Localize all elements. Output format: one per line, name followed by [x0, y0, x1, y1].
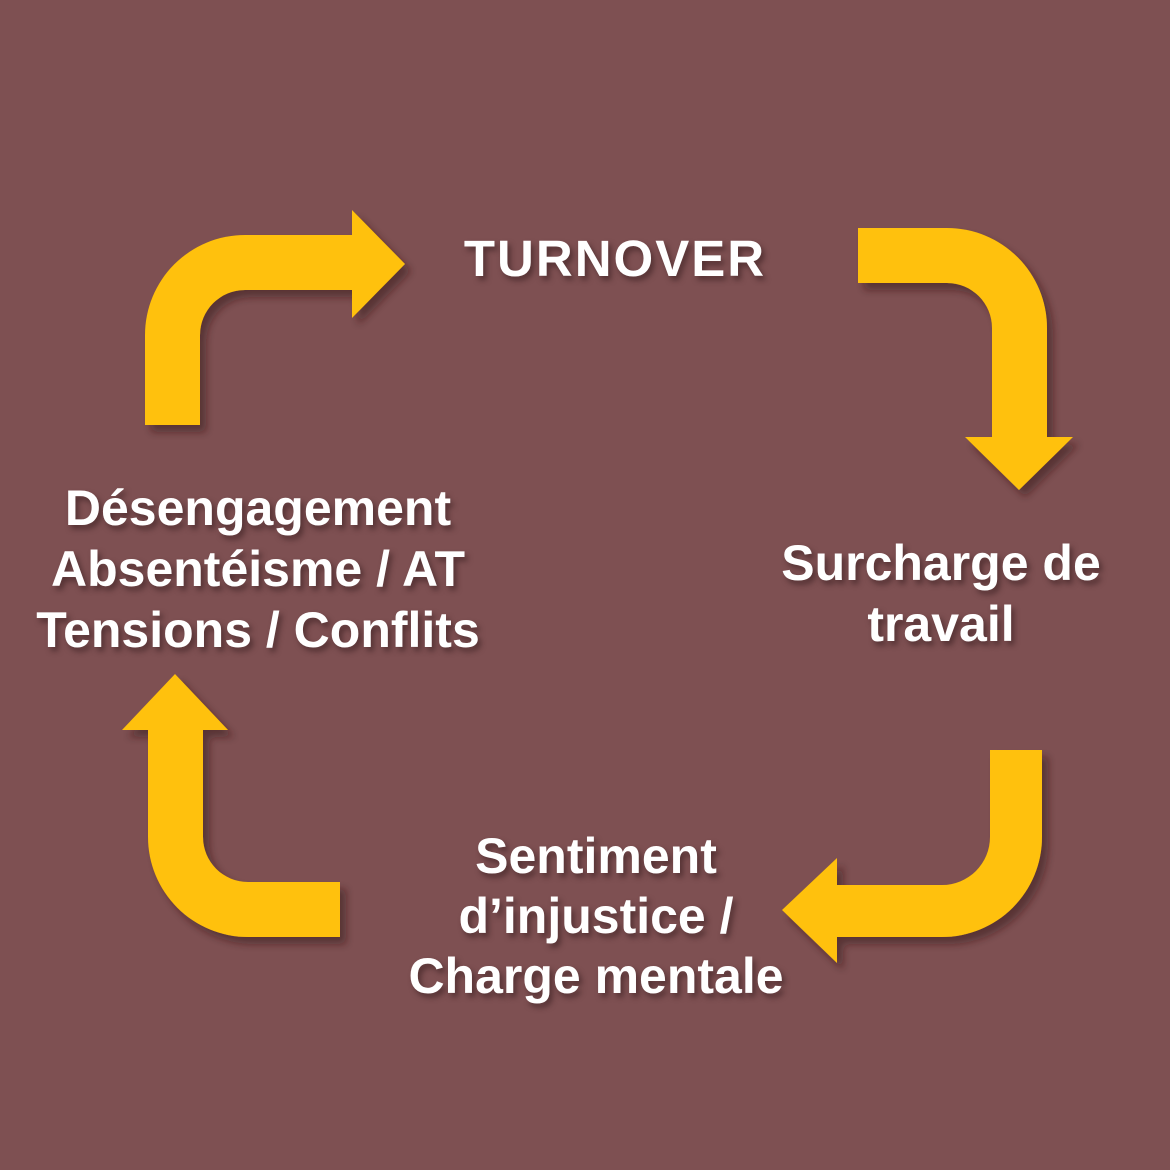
node-desengagement-line-3: Tensions / Conflits	[36, 602, 480, 658]
arrow-surcharge-to-injustice-icon	[782, 750, 1042, 963]
node-surcharge-de-travail: Surcharge de travail	[781, 533, 1101, 655]
node-turnover-label: TURNOVER	[463, 230, 767, 287]
node-turnover: TURNOVER	[464, 230, 766, 288]
node-surcharge-line-2: travail	[867, 596, 1015, 652]
node-desengagement: Désengagement Absentéisme / AT Tensions …	[36, 478, 480, 661]
arrow-injustice-to-desengagement-icon	[122, 674, 340, 937]
arrow-desengagement-to-turnover-icon	[145, 210, 405, 425]
arrow-turnover-to-surcharge-icon	[858, 228, 1073, 490]
node-injustice-line-2: d’injustice /	[458, 888, 734, 944]
node-sentiment-injustice: Sentiment d’injustice / Charge mentale	[408, 826, 783, 1006]
node-injustice-line-1: Sentiment	[475, 828, 717, 884]
node-injustice-line-3: Charge mentale	[408, 948, 784, 1004]
node-surcharge-line-1: Surcharge de	[781, 535, 1101, 591]
node-desengagement-line-2: Absentéisme / AT	[51, 541, 465, 597]
node-desengagement-line-1: Désengagement	[64, 480, 452, 536]
